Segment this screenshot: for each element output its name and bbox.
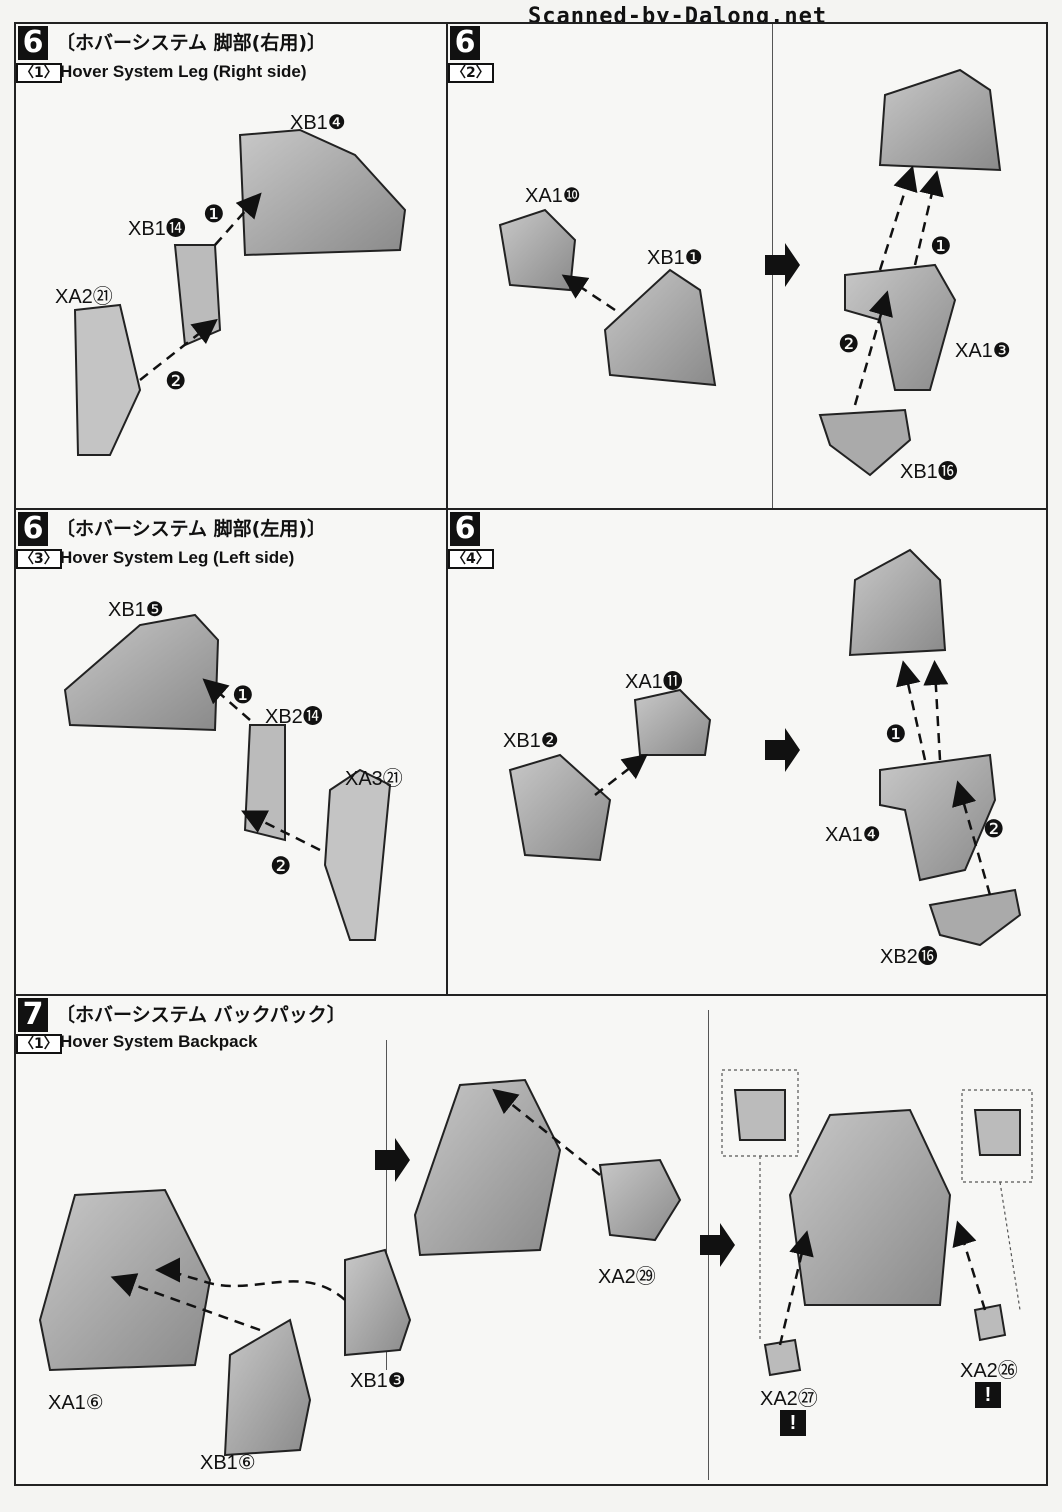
step-marker-1: ❶ [232,681,254,709]
caution-icon: ! [975,1382,1001,1408]
flow-arrow [765,243,800,287]
part-label: XB1❷ [503,730,559,752]
step-title-en: Hover System Leg (Right side) [60,62,307,81]
part-label: XB1❹ [290,112,346,134]
substep-number: 〈2〉 [448,63,494,83]
step-title-en: Hover System Leg (Left side) [60,548,295,567]
part-label: XA1❿ [525,185,581,207]
part-label: XB1❺ [108,599,164,621]
step-number: 6 [18,26,48,60]
step-marker-2: ❷ [270,852,292,880]
step-marker-2: ❷ [983,815,1005,843]
part-label: XA1⑥ [48,1392,104,1414]
panel-7-1-header: 7 〔ホバーシステム バックパック〕 [18,998,346,1032]
part-shape [73,128,407,456]
substep-number: 〈1〉 [16,63,62,83]
part-label: XB2⓰ [880,946,938,968]
part-label: XA1❹ [825,824,881,846]
step-marker-2: ❷ [838,330,860,358]
part-label: XA2㉙ [598,1266,656,1288]
part-label: XB1⓰ [900,461,958,483]
part-label: XB1❶ [647,247,703,269]
panel-6-4-header: 6 [450,512,480,546]
part-label: XB1⑥ [200,1452,256,1474]
panel-6-3-header: 6 〔ホバーシステム 脚部(左用)〕 [18,512,326,546]
step-marker-1: ❶ [885,720,907,748]
caution-icon: ! [780,1410,806,1436]
part-label: XB1❸ [350,1370,406,1392]
panel-divider [386,1040,387,1370]
substep-number: 〈1〉 [16,1034,62,1054]
part-label: XA2㉖ [960,1360,1018,1382]
panel-6-2-header: 6 [450,26,480,60]
step-number: 6 [18,512,48,546]
part-label: XA1⓫ [625,671,683,693]
step-marker-1: ❶ [203,200,225,228]
part-label: XB2⓮ [265,706,323,728]
step-number: 7 [18,998,48,1032]
step-marker-2: ❷ [165,367,187,395]
part-label: XA1❸ [955,340,1011,362]
step-title-jp: 〔ホバーシステム 脚部(右用)〕 [56,32,327,54]
part-label: XB1⓮ [128,218,186,240]
step-number: 6 [450,512,480,546]
part-label: XA2㉗ [760,1388,818,1410]
part-label: XA3㉑ [345,768,403,790]
substep-number: 〈3〉 [16,549,62,569]
part-label: XA2㉑ [55,286,113,308]
panel-6-1-header: 6 〔ホバーシステム 脚部(右用)〕 [18,26,326,60]
step-number: 6 [450,26,480,60]
step-title-jp: 〔ホバーシステム 脚部(左用)〕 [56,518,327,540]
step-marker-1: ❶ [930,232,952,260]
step-title-jp: 〔ホバーシステム バックパック〕 [56,1004,346,1026]
flow-arrow [700,1223,735,1267]
flow-arrow [375,1138,410,1182]
substep-number: 〈4〉 [448,549,494,569]
flow-arrow [765,728,800,772]
step-title-en: Hover System Backpack [60,1032,258,1051]
